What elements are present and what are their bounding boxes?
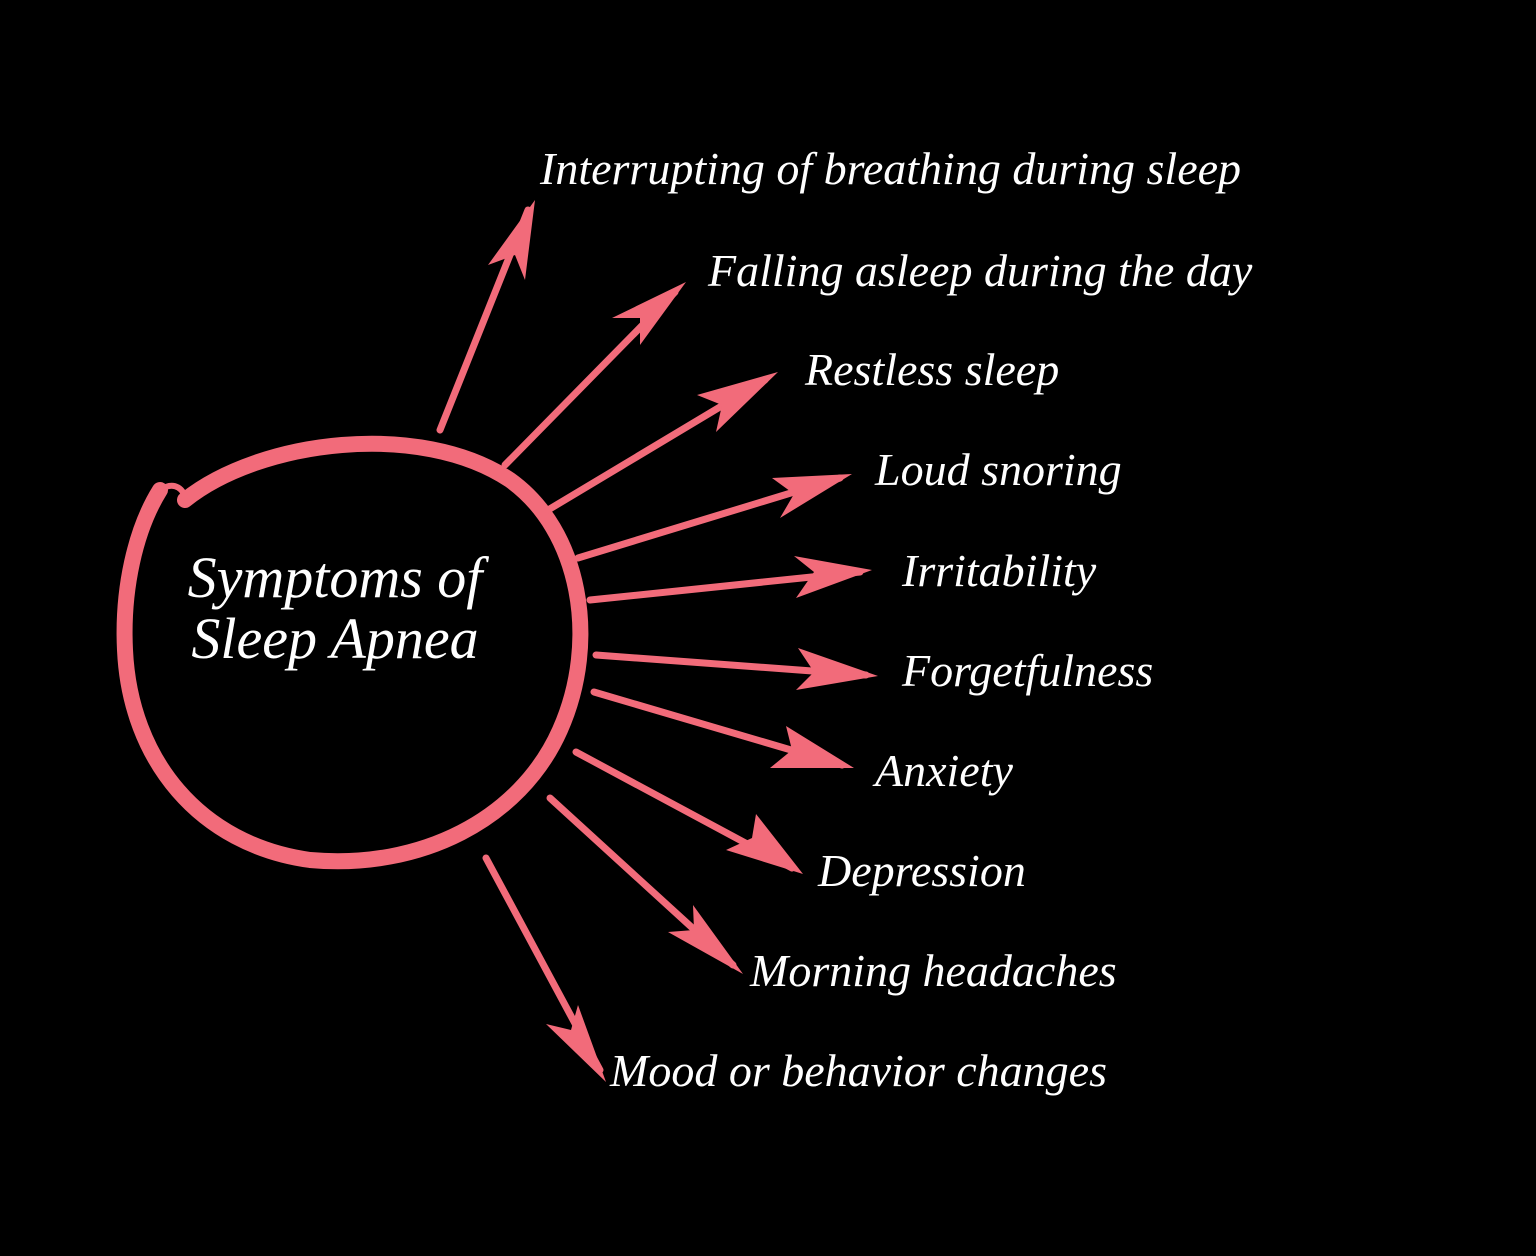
arrow-5 xyxy=(586,556,872,604)
arrow-10 xyxy=(482,854,606,1082)
symptom-label-mood-behavior-changes: Mood or behavior changes xyxy=(610,1045,1107,1096)
center-circle xyxy=(116,435,589,870)
symptom-label-falling-asleep: Falling asleep during the day xyxy=(708,245,1253,296)
arrow-9 xyxy=(546,794,743,974)
symptom-label-anxiety: Anxiety xyxy=(875,745,1013,796)
arrow-4 xyxy=(574,474,852,562)
diagram-title: Symptoms of Sleep Apnea xyxy=(140,545,530,671)
arrow-3 xyxy=(544,372,778,514)
symptom-label-forgetfulness: Forgetfulness xyxy=(902,645,1154,696)
symptom-label-loud-snoring: Loud snoring xyxy=(875,444,1122,495)
arrow-1 xyxy=(436,200,535,434)
arrow-6 xyxy=(592,648,878,690)
symptom-label-restless-sleep: Restless sleep xyxy=(805,344,1060,395)
arrows xyxy=(436,200,878,1082)
arrow-2 xyxy=(501,282,686,469)
title-line-1: Symptoms of xyxy=(187,545,483,610)
symptom-label-interrupting-breathing: Interrupting of breathing during sleep xyxy=(540,143,1242,194)
symptom-label-morning-headaches: Morning headaches xyxy=(750,945,1117,996)
symptom-label-irritability: Irritability xyxy=(902,545,1097,596)
arrow-8 xyxy=(572,748,803,874)
arrow-7 xyxy=(590,688,854,769)
symptom-label-depression: Depression xyxy=(818,845,1026,896)
title-line-2: Sleep Apnea xyxy=(191,605,479,671)
